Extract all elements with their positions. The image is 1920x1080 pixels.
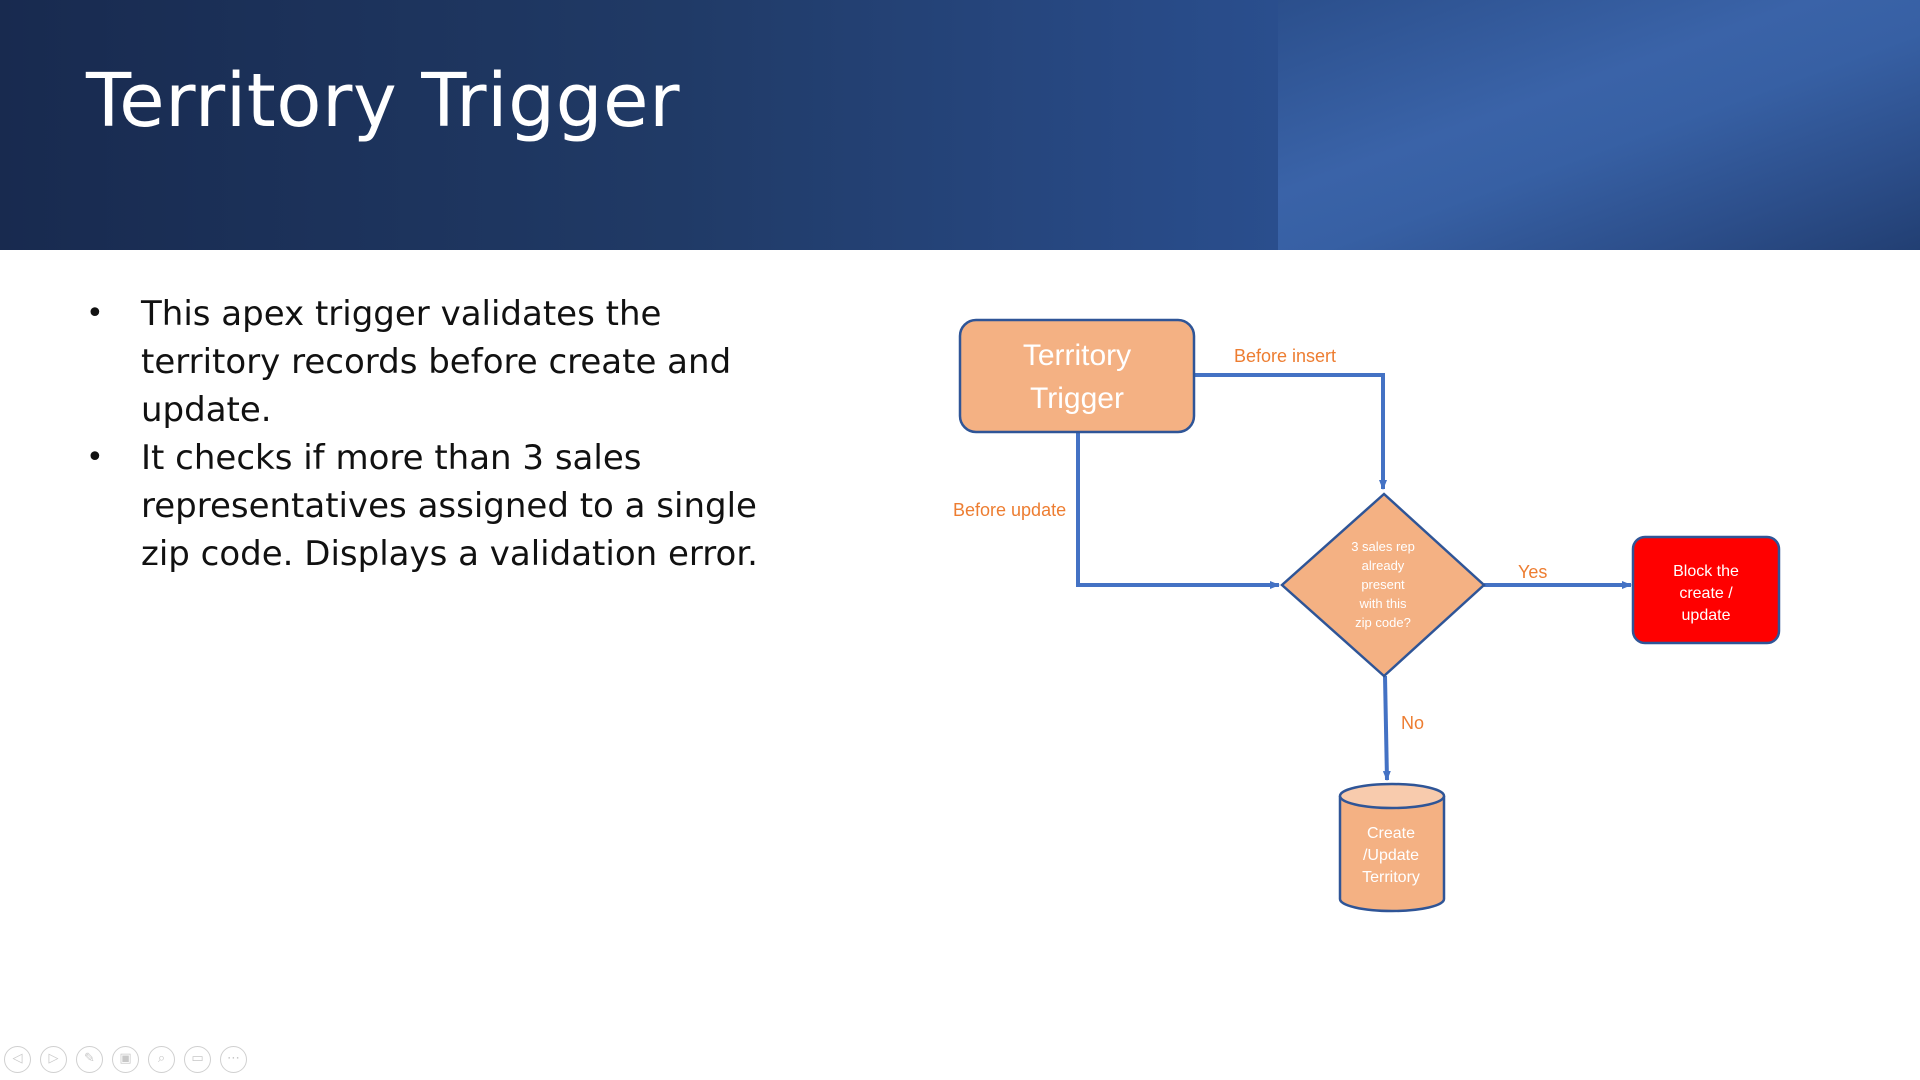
arrow-before-insert (1194, 373, 1387, 490)
edge-label-before-insert: Before insert (1234, 346, 1336, 366)
bullet-icon: • (86, 440, 104, 475)
previous-slide-icon[interactable]: ◁ (4, 1046, 31, 1073)
decision-label: zip code? (1355, 615, 1411, 630)
block-node-label: create / (1679, 585, 1733, 602)
title-banner-accent (1278, 0, 1920, 250)
territory-trigger-node (958, 318, 1196, 434)
edge-label-before-update: Before update (953, 500, 1066, 520)
store-node-label: Create (1367, 825, 1415, 842)
pen-icon[interactable]: ✎ (76, 1046, 103, 1073)
bullet-icon: • (86, 296, 104, 331)
block-node-label: Block the (1673, 563, 1739, 580)
arrow-before-update (1076, 432, 1280, 589)
bullet-list: • This apex trigger validates the territ… (86, 290, 766, 578)
edge-label-no: No (1401, 713, 1424, 733)
database-top (1338, 782, 1446, 810)
bullet-item: • This apex trigger validates the territ… (86, 290, 766, 434)
edge-label-yes: Yes (1518, 562, 1547, 582)
slide-title: Territory Trigger (86, 58, 680, 144)
title-banner: Territory Trigger (0, 0, 1920, 250)
block-create-update-node (1631, 535, 1781, 645)
subtitles-icon[interactable]: ▭ (184, 1046, 211, 1073)
create-update-territory-node (1338, 796, 1446, 913)
decision-label: 3 sales rep (1351, 539, 1415, 554)
store-node-label: Territory (1362, 869, 1420, 886)
decision-label: with this (1359, 596, 1407, 611)
decision-label: already (1362, 558, 1405, 573)
territory-trigger-label: Trigger (1030, 382, 1124, 415)
bullet-item: • It checks if more than 3 sales represe… (86, 434, 766, 578)
zip-code-decision-node (1280, 492, 1486, 678)
decision-label: present (1361, 577, 1405, 592)
more-options-icon[interactable]: ⋯ (220, 1046, 247, 1073)
territory-trigger-label: Territory (1023, 339, 1131, 372)
bullet-text: It checks if more than 3 sales represent… (141, 438, 758, 574)
next-slide-icon[interactable]: ▷ (40, 1046, 67, 1073)
store-node-label: /Update (1363, 847, 1419, 864)
arrow-no (1382, 675, 1391, 781)
bullet-text: This apex trigger validates the territor… (141, 294, 732, 430)
block-node-label: update (1682, 607, 1731, 624)
zoom-icon[interactable]: ⌕ (148, 1046, 175, 1073)
slideshow-toolbar: ◁ ▷ ✎ ▣ ⌕ ▭ ⋯ (4, 1046, 247, 1073)
see-all-slides-icon[interactable]: ▣ (112, 1046, 139, 1073)
